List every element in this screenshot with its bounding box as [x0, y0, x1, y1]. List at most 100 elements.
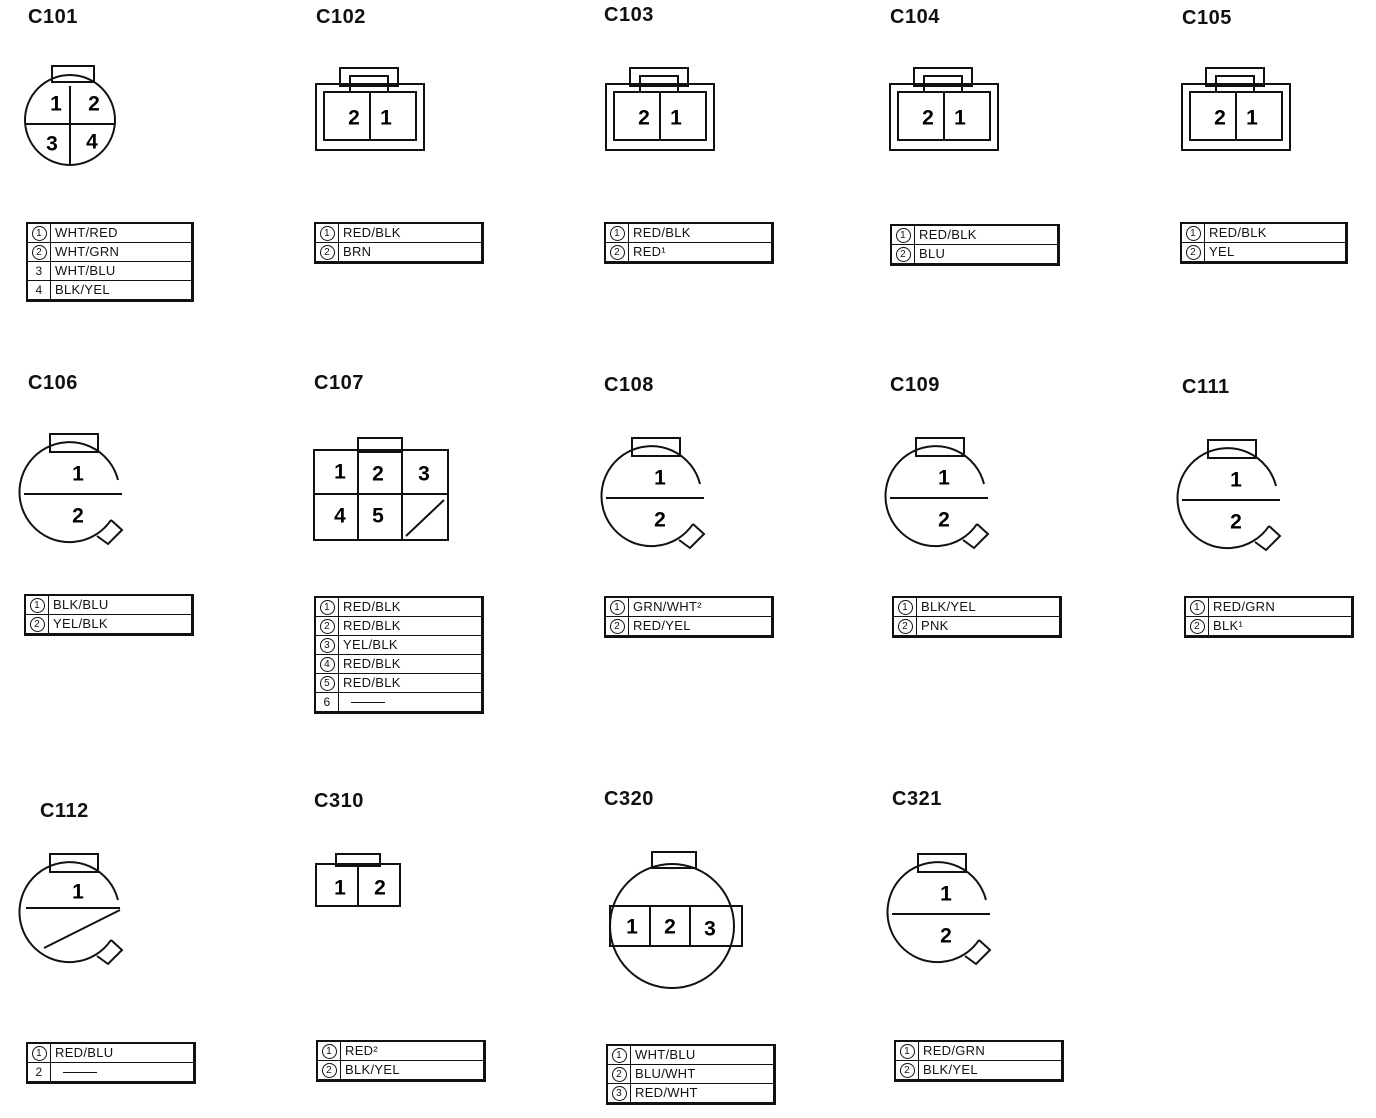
wire-color: WHT/BLU	[635, 1047, 696, 1062]
circled-pin-number: 2	[321, 1063, 337, 1079]
wire-color-cell	[338, 692, 483, 713]
wire-color: WHT/GRN	[55, 244, 120, 259]
pin-number-cell: 1	[1180, 222, 1205, 243]
wire-color-cell: YEL	[1204, 242, 1347, 263]
pin-number-cell: 2	[606, 1064, 631, 1084]
pin-label: 2	[372, 463, 384, 486]
connector-housing	[18, 861, 119, 964]
pin-label: 3	[418, 463, 430, 486]
pin-label: 4	[334, 505, 346, 528]
circled-pin-number: 4	[319, 657, 335, 673]
connector-label: C111	[1182, 376, 1230, 398]
pin-number-cell: 2	[314, 242, 339, 263]
wire-color: BLK/YEL	[923, 1062, 978, 1077]
connector-face-view: 1	[18, 852, 132, 970]
pin-label: 1	[334, 877, 346, 900]
pin-label: 2	[88, 93, 100, 116]
pin-label: 2	[1214, 107, 1226, 130]
pin-number-cell: 2	[892, 616, 917, 637]
pin-label: 2	[1230, 511, 1242, 534]
wire-row: 1 GRN/WHT²	[604, 596, 773, 617]
circled-pin-number: 2	[319, 245, 335, 261]
pin-number-cell: 3	[26, 261, 51, 281]
pin-label: 1	[938, 467, 950, 490]
connector-housing	[1181, 83, 1291, 151]
wire-row: 1 RED/BLK	[314, 222, 483, 243]
pin-label: 2	[72, 505, 84, 528]
pin-label: 2	[638, 107, 650, 130]
circled-pin-number: 2	[609, 619, 625, 635]
wire-color-cell: RED/BLK	[914, 224, 1059, 245]
wire-color: WHT/BLU	[55, 263, 116, 278]
wire-color: BLK/YEL	[921, 599, 976, 614]
wire-color-cell: PNK	[916, 616, 1061, 637]
circled-pin-number: 1	[1185, 226, 1201, 242]
pin-label: 1	[1230, 469, 1242, 492]
unused-cavity-mark	[405, 499, 445, 537]
connector-housing	[600, 445, 701, 548]
connector-latch	[1207, 439, 1257, 459]
wire-color-cell: RED/BLK	[338, 673, 483, 693]
connector-drawing: 12	[600, 437, 706, 550]
pin-label: 1	[954, 107, 966, 130]
wire-color-cell: WHT/BLU	[630, 1044, 775, 1065]
pin-number-cell: 2	[314, 616, 339, 636]
connector-drawing: 1	[18, 853, 124, 966]
connector-key	[96, 939, 124, 966]
wire-color-cell: BLK¹	[1208, 616, 1353, 637]
pin-number-cell: 2	[26, 1062, 51, 1083]
wire-color: RED/BLK	[343, 599, 401, 614]
wire-color-cell	[50, 1062, 195, 1083]
wire-color-cell: WHT/GRN	[50, 242, 193, 262]
pin-number-cell: 1	[314, 596, 339, 617]
wire-color: GRN/WHT²	[633, 599, 702, 614]
circled-pin-number: 1	[611, 1048, 627, 1064]
circled-pin-number: 1	[899, 1044, 915, 1060]
connector-label: C310	[314, 790, 364, 812]
wire-color-cell: GRN/WHT²	[628, 596, 773, 617]
pin-label: 2	[374, 877, 386, 900]
wire-color: RED/BLK	[343, 225, 401, 240]
connector-drawing: 12	[1176, 439, 1282, 552]
wire-color: WHT/RED	[55, 225, 118, 240]
pin-number: 4	[35, 283, 43, 297]
circled-pin-number: 1	[319, 226, 335, 242]
pin-number-cell: 2	[316, 1060, 341, 1081]
wire-color: YEL	[1209, 244, 1235, 259]
wire-color: YEL/BLK	[343, 637, 398, 652]
pin-label: 3	[46, 133, 58, 156]
wire-color-cell: BLK/YEL	[918, 1060, 1063, 1081]
pin-number-cell: 6	[314, 692, 339, 713]
circled-pin-number: 1	[609, 600, 625, 616]
connector-latch	[629, 67, 689, 87]
wire-color-cell: BRN	[338, 242, 483, 263]
wire-color-cell: RED/BLK	[338, 596, 483, 617]
wire-color: RED/BLK	[343, 656, 401, 671]
pin-label: 1	[654, 467, 666, 490]
